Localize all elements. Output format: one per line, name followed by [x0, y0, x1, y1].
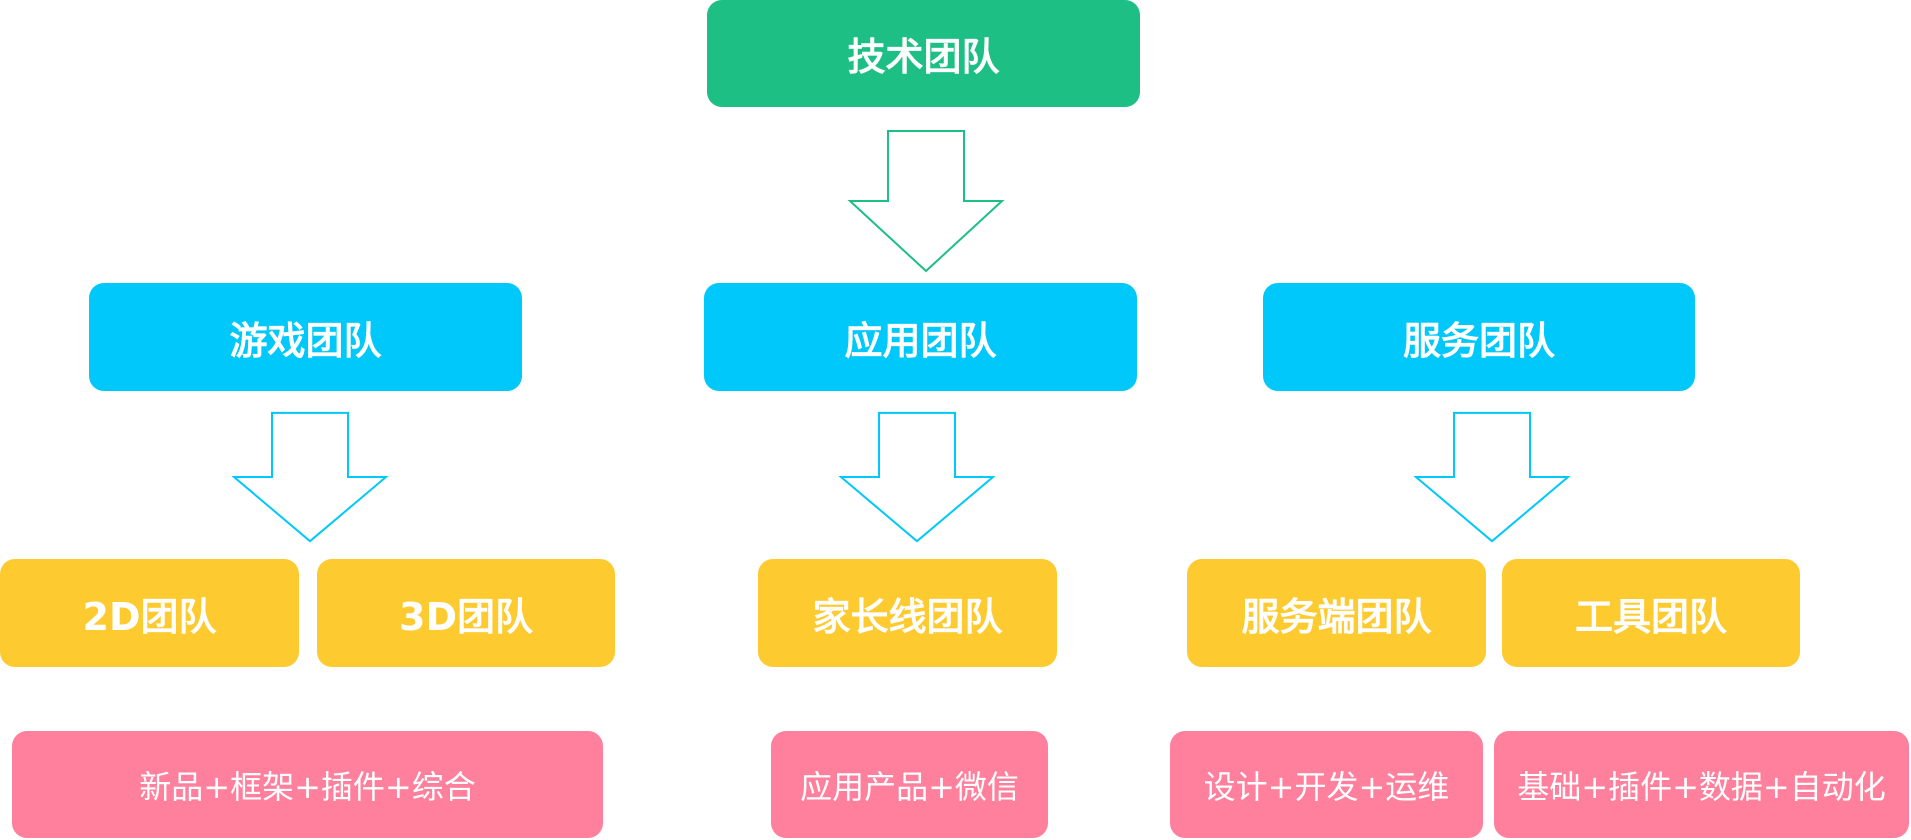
team-label: 服务团队	[1402, 318, 1555, 363]
team-label: 应用团队	[844, 318, 997, 363]
subteam-box-server: 服务端团队	[1187, 559, 1486, 667]
scope-box-server: 设计+开发+运维	[1170, 731, 1483, 838]
subteam-label: 2D团队	[82, 594, 217, 639]
team-label: 游戏团队	[229, 318, 382, 363]
scope-label: 设计+开发+运维	[1203, 767, 1450, 806]
subteam-box-2d: 2D团队	[0, 559, 299, 667]
subteam-label: 工具团队	[1574, 594, 1727, 639]
subteam-box-parent-line: 家长线团队	[758, 559, 1057, 667]
scope-label: 基础+插件+数据+自动化	[1517, 767, 1886, 806]
down-arrow-icon	[848, 129, 1004, 273]
subteam-label: 3D团队	[399, 594, 533, 639]
subteam-label: 家长线团队	[812, 594, 1003, 639]
scope-box-game: 新品+框架+插件+综合	[12, 731, 603, 838]
scope-label: 新品+框架+插件+综合	[139, 767, 476, 806]
root-team-label: 技术团队	[847, 35, 1000, 79]
team-box-service: 服务团队	[1263, 283, 1695, 391]
down-arrow-icon	[1414, 411, 1570, 543]
down-arrow-icon	[839, 411, 995, 543]
team-box-app: 应用团队	[704, 283, 1137, 391]
subteam-label: 服务端团队	[1241, 594, 1432, 639]
team-box-game: 游戏团队	[89, 283, 522, 391]
root-team-box: 技术团队	[707, 0, 1140, 107]
scope-label: 应用产品+微信	[800, 767, 1019, 806]
subteam-box-3d: 3D团队	[317, 559, 615, 667]
scope-box-app: 应用产品+微信	[771, 731, 1048, 838]
down-arrow-icon	[232, 411, 388, 543]
subteam-box-tools: 工具团队	[1502, 559, 1800, 667]
scope-box-tools: 基础+插件+数据+自动化	[1494, 731, 1909, 838]
